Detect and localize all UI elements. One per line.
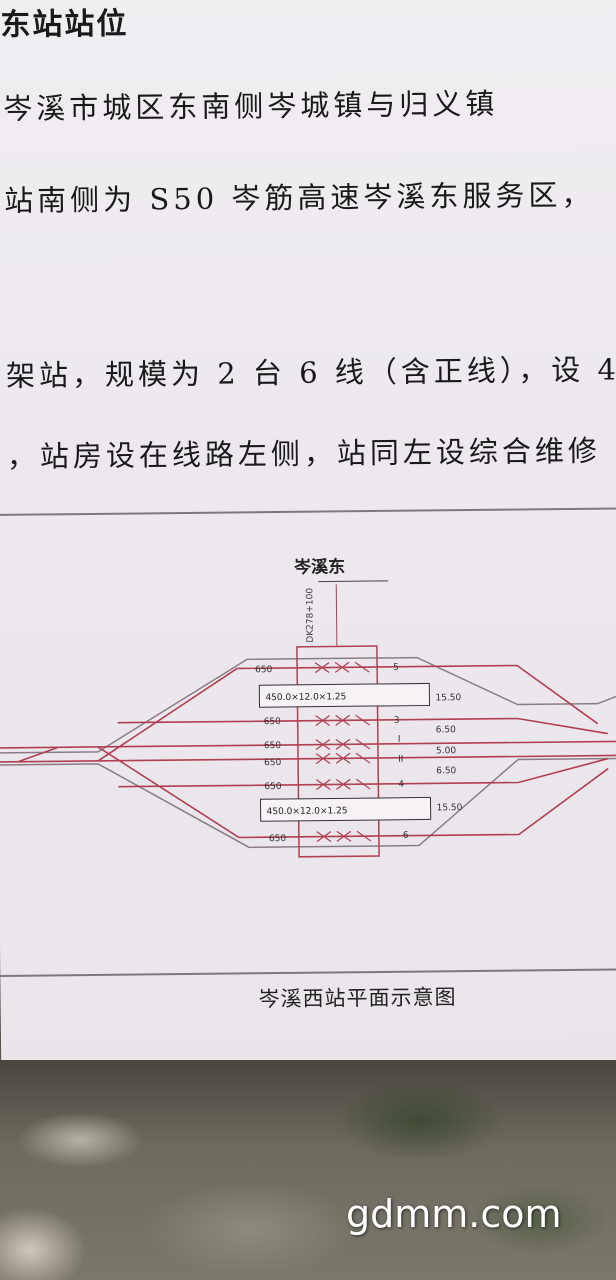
track-3 — [117, 717, 608, 735]
track-number-II: II — [398, 755, 403, 765]
station-name-rule — [318, 580, 389, 583]
track-length-6: 650 — [269, 834, 287, 844]
spacing-4: 6.50 — [436, 766, 456, 776]
station-area-box — [296, 645, 380, 858]
track-length-5: 650 — [264, 782, 282, 792]
track-number-4: 4 — [398, 780, 404, 790]
station-plan-diagram: 岑溪东 DK278+100 650 650 650 650 650 650 45… — [0, 556, 616, 858]
track-number-3: 3 — [394, 716, 400, 726]
site-watermark: gdmm.com — [346, 1192, 562, 1236]
turnout-upper — [97, 667, 238, 762]
document-sheet: 东站站位 岑溪市城区东南侧岑城镇与归义镇 站南侧为 S50 岑筋高速岑溪东服务区… — [0, 0, 616, 1095]
paragraph-line-1: 岑溪市城区东南侧岑城镇与归义镇 — [3, 86, 499, 126]
track-I — [0, 740, 616, 749]
platform-2-label: 450.0×12.0×1.25 — [267, 806, 348, 817]
tracks — [0, 664, 616, 839]
track-number-I: I — [398, 735, 401, 745]
paragraph-line-3: 架站，规模为 2 台 6 线（含正线），设 4 — [5, 352, 616, 393]
chainage-marker — [335, 584, 338, 647]
track-length-1: 650 — [255, 665, 273, 675]
track-length-2: 650 — [264, 717, 282, 727]
platform-1 — [258, 682, 431, 708]
envelope-bottom-line — [0, 757, 616, 849]
spacing-5: 15.50 — [437, 803, 463, 813]
envelope-top-line — [0, 656, 616, 754]
track-4 — [118, 757, 609, 788]
track-number-5: 5 — [393, 663, 399, 673]
track-length-4: 650 — [264, 758, 282, 768]
spacing-2: 6.50 — [436, 725, 456, 735]
figure-caption: 岑溪西站平面示意图 — [258, 985, 457, 1012]
switch-marks — [314, 661, 372, 843]
track-6 — [238, 767, 609, 839]
track-5 — [237, 664, 599, 725]
track-II — [0, 754, 616, 763]
track-number-6: 6 — [403, 831, 409, 841]
section-heading: 东站站位 — [0, 6, 129, 43]
spacing-3: 5.00 — [436, 746, 456, 756]
paragraph-line-4: ，站房设在线路左侧，站同左设综合维修 — [6, 433, 602, 474]
spacing-1: 15.50 — [435, 693, 461, 703]
paragraph-line-2: 站南侧为 S50 岑筋高速岑溪东服务区， — [4, 177, 595, 218]
turnout-lower — [97, 746, 240, 839]
platform-2 — [259, 796, 432, 822]
diagram-top-rule — [0, 507, 616, 516]
diagram-bottom-rule — [0, 968, 616, 977]
chainage-label: DK278+100 — [305, 588, 316, 643]
track-length-3: 650 — [264, 741, 282, 751]
crossover-west — [17, 746, 59, 763]
platform-1-label: 450.0×12.0×1.25 — [265, 692, 346, 703]
station-name-label: 岑溪东 — [294, 556, 345, 578]
background-photo — [0, 1060, 616, 1280]
